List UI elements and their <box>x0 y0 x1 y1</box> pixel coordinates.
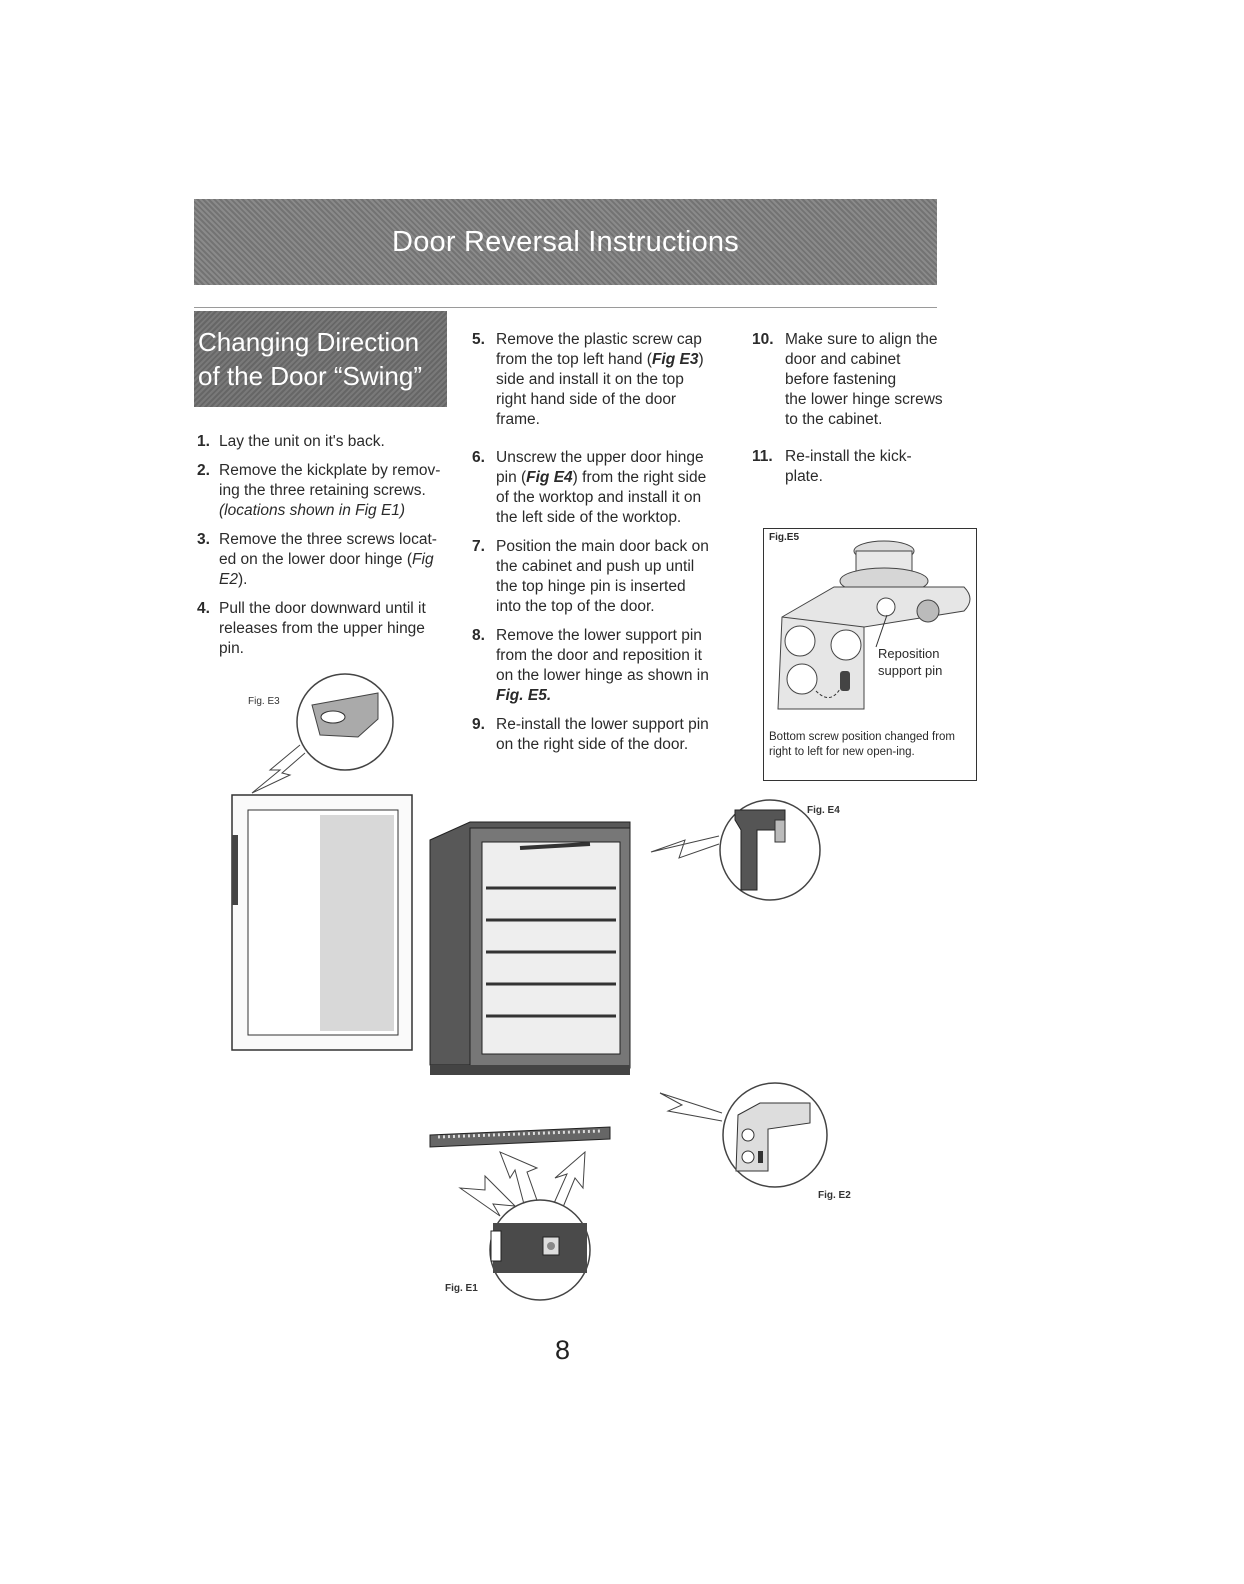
kickplate-screw-zoom <box>489 1199 591 1301</box>
fig-reference: Fig E2 <box>219 551 434 588</box>
divider <box>194 307 937 308</box>
section-title-line2: of the Door “Swing” <box>198 361 422 391</box>
step-item: 6. Unscrew the upper door hinge pin (Fig… <box>472 448 742 528</box>
page-banner: Door Reversal Instructions <box>194 199 937 285</box>
step-text-after: ) side and install it on the top right h… <box>496 351 704 428</box>
figure-e1-label: Fig. E1 <box>445 1283 478 1294</box>
section-heading: Changing Direction of the Door “Swing” <box>194 311 447 407</box>
step-text: Lay the unit on it's back. <box>219 433 385 450</box>
step-text: Position the main door back on the cabin… <box>496 538 709 615</box>
kickplate-illustration <box>429 1126 611 1148</box>
lower-hinge-zoom <box>659 1082 828 1188</box>
fig-reference: Fig E3 <box>651 351 699 368</box>
step-text: Remove the kickplate by remov- ing the t… <box>219 462 441 499</box>
step-number: 10. <box>752 331 774 348</box>
step-text: Pull the door downward until it releases… <box>219 600 426 657</box>
figure-e5-label: Fig.E5 <box>769 532 800 543</box>
step-number: 1. <box>197 433 210 450</box>
step-number: 4. <box>197 600 210 617</box>
step-text: Re-install the lower support pin on the … <box>496 716 709 753</box>
kickplate-arrows <box>458 1150 586 1217</box>
step-number: 9. <box>472 716 485 733</box>
step-text: Remove the three screws locat- ed on the… <box>219 531 437 568</box>
step-item: 5. Remove the plastic screw cap from the… <box>472 330 742 430</box>
step-item: 9. Re-install the lower support pin on t… <box>472 715 742 755</box>
step-text-after: ). <box>237 571 248 588</box>
fig-reference: Fig E4 <box>526 469 573 486</box>
steps-column-3: 10. Make sure to align the door and cabi… <box>752 330 982 496</box>
section-title-line1: Changing Direction <box>198 327 420 357</box>
step-number: 3. <box>197 531 210 548</box>
step-text: Make sure to align the door and cabinet … <box>785 331 943 428</box>
figure-e3-label: Fig. E3 <box>248 696 280 707</box>
step-number: 6. <box>472 449 485 466</box>
step-item: 10. Make sure to align the door and cabi… <box>752 330 982 430</box>
step-text: Remove the plastic screw cap from the to… <box>496 331 702 368</box>
step-item: 8. Remove the lower support pin from the… <box>472 626 742 706</box>
step-number: 11. <box>752 448 773 465</box>
hinge-illustration <box>777 540 971 710</box>
step-number: 7. <box>472 538 485 555</box>
figure-e5: Fig.E5 Reposition support pin Bottom scr… <box>763 528 977 781</box>
fig-reference: Fig. E5. <box>496 687 552 704</box>
step-number: 8. <box>472 627 485 644</box>
step-text: Remove the lower support pin from the do… <box>496 627 709 684</box>
steps-column-2: 5. Remove the plastic screw cap from the… <box>472 330 742 764</box>
step-note: (locations shown in Fig E1) <box>219 502 406 519</box>
figure-e4-label: Fig. E4 <box>807 805 840 816</box>
step-item: 1. Lay the unit on it's back. <box>197 432 457 452</box>
step-text-after: ) from the right side of the worktop and… <box>496 469 707 526</box>
page-number: 8 <box>555 1335 571 1365</box>
step-text: Unscrew the upper door hinge pin ( <box>496 449 704 486</box>
step-number: 2. <box>197 462 210 479</box>
figure-e2-label: Fig. E2 <box>818 1190 851 1201</box>
figure-e5-callout: Reposition support pin <box>878 646 943 678</box>
cabinet-illustration <box>429 821 631 1075</box>
step-item: 2. Remove the kickplate by remov- ing th… <box>197 461 457 521</box>
step-item: 3. Remove the three screws locat- ed on … <box>197 530 457 590</box>
step-number: 5. <box>472 331 485 348</box>
steps-column-1: 1. Lay the unit on it's back. 2. Remove … <box>197 432 457 668</box>
step-item: 11. Re-install the kick- plate. <box>752 447 982 487</box>
step-item: 4. Pull the door downward until it relea… <box>197 599 457 659</box>
door-illustration <box>231 673 413 1051</box>
figure-e5-caption: Bottom screw position changed from right… <box>769 731 956 758</box>
step-item: 7. Position the main door back on the ca… <box>472 537 742 617</box>
upper-hinge-zoom <box>650 799 821 901</box>
step-text: Re-install the kick- plate. <box>785 448 912 485</box>
banner-title: Door Reversal Instructions <box>392 225 739 258</box>
